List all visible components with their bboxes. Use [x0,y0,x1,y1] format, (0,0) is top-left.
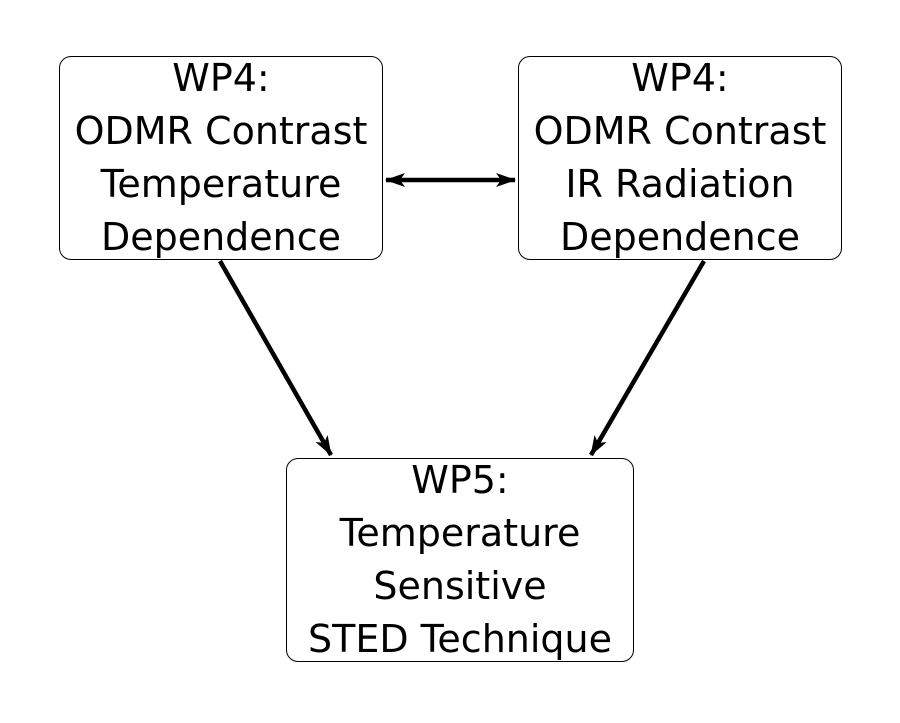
node-wp4-odmr-ir-radiation: WP4: ODMR Contrast IR Radiation Dependen… [518,56,842,260]
node-line: Dependence [559,215,801,259]
node-line: IR Radiation [565,162,795,206]
node-wp5-sted-technique: WP5: Temperature Sensitive STED Techniqu… [286,458,634,662]
node-line: WP5: [411,458,509,502]
node-line: Temperature [339,511,581,555]
arrow-wp4-ir-to-wp5 [589,259,706,457]
node-line: ODMR Contrast [74,109,368,153]
node-line: WP4: [631,56,729,100]
node-line: STED Technique [307,617,613,661]
node-line: ODMR Contrast [533,109,827,153]
arrow-wp4-temp-to-wp5 [218,259,333,457]
node-line: Dependence [100,215,342,259]
node-line: Temperature [100,162,342,206]
node-line: Sensitive [373,564,547,608]
node-line: WP4: [172,56,270,100]
node-wp4-odmr-temperature: WP4: ODMR Contrast Temperature Dependenc… [59,56,383,260]
